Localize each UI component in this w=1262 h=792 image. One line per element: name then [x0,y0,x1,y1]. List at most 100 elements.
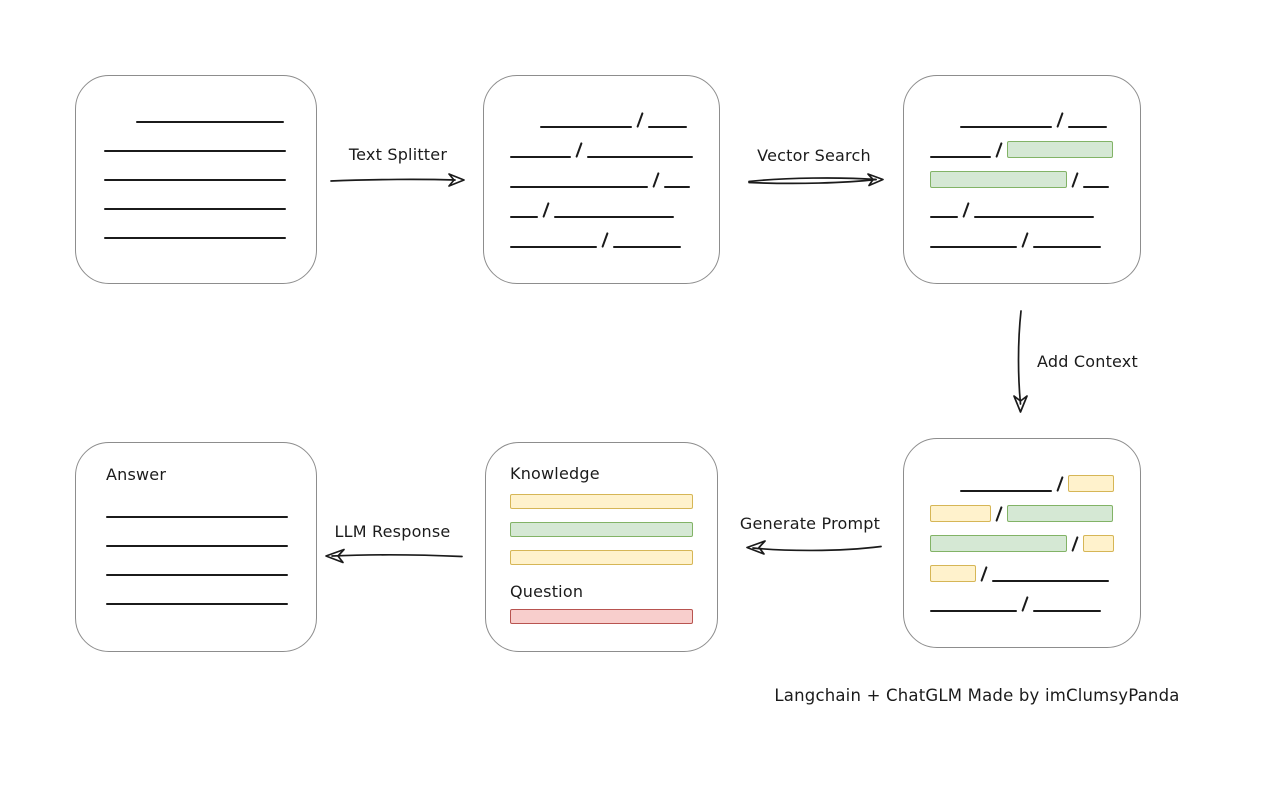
slash-separator [1021,595,1029,612]
green-chunk [930,171,1067,188]
chunk-row [510,231,693,248]
text-line [554,216,675,218]
answer-lines [106,516,288,605]
text-line [992,579,1110,582]
question-bars [510,609,693,624]
chunk-row [510,171,693,188]
text-line [1083,186,1110,188]
text-line [104,236,286,239]
text-line [106,545,288,547]
yellow-chunk [930,504,991,522]
text-line [960,489,1052,492]
text-line [1033,246,1102,248]
text-line [510,156,571,158]
text-line [136,120,284,123]
chunk-row [930,231,1114,248]
green-bar [510,522,693,537]
green-chunk [930,534,1067,552]
text-line [930,216,958,218]
vector-search-arrow-icon [748,173,884,187]
yellow-bar [510,550,693,565]
slash-separator [1056,475,1064,492]
text-line [104,178,286,181]
slash-separator [542,202,550,218]
vector-search-label: Vector Search [757,146,871,165]
text-splitter-arrow-icon [330,173,465,187]
red-bar [510,609,693,624]
slash-separator [1071,172,1079,188]
slash-separator [652,172,660,188]
add-context-arrow-icon [1013,310,1028,413]
slash-separator [1056,112,1064,128]
llm-response-label: LLM Response [334,522,451,541]
node-split-chunks [483,75,720,284]
text-line [510,186,648,188]
chunk-row [930,111,1114,128]
text-line [540,126,632,128]
slash-separator [995,505,1003,522]
generate-prompt-arrow-icon [746,540,882,555]
node-retrieved-chunks [903,75,1141,284]
text-line [104,149,286,152]
retrieved-chunk-rows [904,76,1140,283]
split-chunk-rows [484,76,719,283]
yellow-bar [510,494,693,509]
text-line [510,216,538,218]
text-line [974,216,1095,218]
generate-prompt-label: Generate Prompt [739,514,881,533]
chunk-row [930,141,1114,158]
slash-separator [601,232,609,248]
chunk-row [930,474,1115,492]
yellow-chunk [1068,474,1115,492]
text-line [104,207,286,210]
knowledge-bars [510,494,693,565]
text-line [106,516,288,518]
llm-response-arrow-icon [325,548,463,564]
text-line [587,156,694,158]
credit-text: Langchain + ChatGLM Made by imClumsyPand… [774,686,1180,705]
chunk-row [930,595,1114,612]
text-line [106,603,288,605]
slash-separator [636,112,644,128]
text-line [664,186,691,188]
chunk-row [930,171,1114,188]
answer-label: Answer [106,465,167,484]
chunk-row [510,141,694,158]
slash-separator [980,565,988,582]
question-label: Question [510,582,584,601]
text-line [930,246,1017,248]
text-line [930,156,991,158]
chunk-row [510,201,693,218]
yellow-chunk [930,564,976,582]
node-answer: Answer [75,442,317,652]
chunk-row [510,111,693,128]
text-line [613,246,682,248]
slash-separator [962,202,970,218]
node-context-chunks [903,438,1141,648]
add-context-label: Add Context [1037,352,1138,371]
text-line [648,126,688,128]
chunk-row [930,564,1114,582]
slash-separator [1021,232,1029,248]
source-document-lines [76,76,316,283]
green-chunk [1007,504,1114,522]
text-line [1033,609,1102,612]
node-prompt: Knowledge Question [485,442,718,652]
slash-separator [995,142,1003,158]
context-chunk-rows [904,439,1140,647]
knowledge-label: Knowledge [510,464,600,483]
text-line [1068,126,1108,128]
slash-separator [575,142,583,158]
slash-separator [1071,535,1079,552]
text-line [106,574,288,576]
text-line [930,609,1017,612]
text-splitter-label: Text Splitter [348,145,448,164]
chunk-row [930,534,1115,552]
text-line [960,126,1052,128]
text-line [510,246,597,248]
chunk-row [930,201,1114,218]
node-source-document [75,75,317,284]
green-chunk [1007,141,1114,158]
yellow-chunk [1083,534,1115,552]
